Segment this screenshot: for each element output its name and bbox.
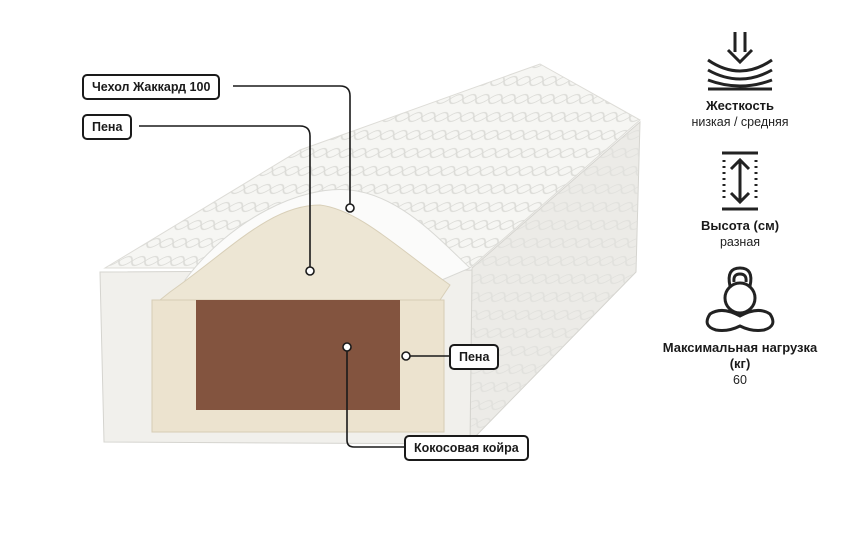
cover-marker [345,203,355,213]
foam-sheet [158,204,451,301]
kettlebell-icon [705,266,775,332]
spec-title: Максимальная нагрузка (кг) [662,340,818,371]
foam-side-marker [401,351,411,361]
spec-height: Высота (см) разная [660,150,820,250]
spec-firmness: Жесткость низкая / средняя [660,30,820,130]
spec-title: Жесткость [705,98,775,113]
height-icon [722,151,758,211]
callout-foam-top: Пена [82,114,133,140]
callout-coir: Кокосовая койра [404,435,529,461]
coir-marker [342,342,352,352]
foam-top-marker [305,266,315,276]
spec-value: 60 [733,373,747,387]
spec-max-load: Максимальная нагрузка (кг) 60 [660,264,820,388]
firmness-icon [707,32,773,91]
callout-foam-side: Пена [449,344,500,370]
callout-cover: Чехол Жаккард 100 [82,74,221,100]
spec-title: Высота (см) [700,218,780,233]
spec-value: разная [719,235,761,249]
spec-value: низкая / средняя [691,115,789,129]
coir-layer [196,300,400,410]
